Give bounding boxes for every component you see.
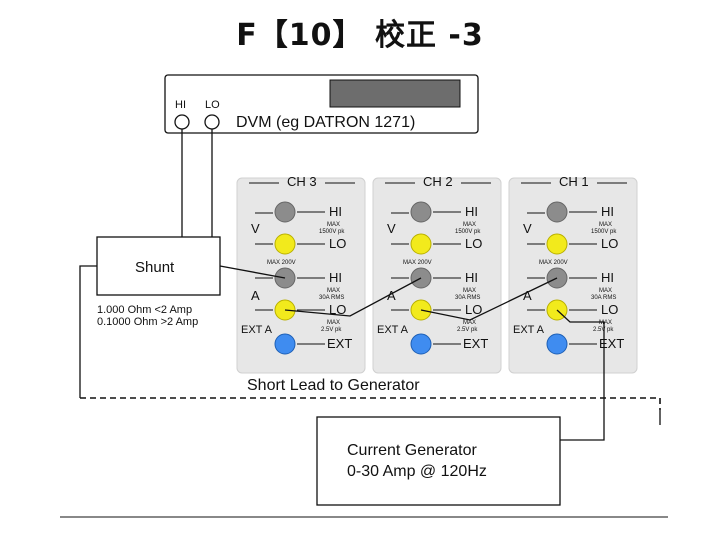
channel-name: CH 3	[287, 174, 317, 189]
dvm-display	[329, 79, 461, 108]
a-label: A	[251, 288, 260, 303]
short-lead-dashed	[80, 397, 661, 410]
hi-terminal-gray[interactable]	[274, 201, 296, 223]
max-a-line2: 30A RMS	[319, 295, 344, 301]
v-label: V	[523, 221, 532, 236]
v-label: V	[387, 221, 396, 236]
max-a-line2: 30A RMS	[591, 295, 616, 301]
ext-terminal-blue[interactable]	[274, 333, 296, 355]
dvm-lo-jack[interactable]	[204, 114, 220, 130]
shunt-spec-line2: 0.1000 Ohm >2 Amp	[97, 316, 198, 328]
dvm-unit: HI LO DVM (eg DATRON 1271)	[164, 74, 479, 134]
ext-a-label: EXT A	[377, 324, 409, 336]
hi-label: HI	[329, 204, 342, 219]
max-v-line2: 1500V pk	[455, 229, 481, 235]
lo-label: LO	[601, 236, 618, 251]
channel-panel-body	[372, 177, 502, 374]
generator-box	[316, 416, 561, 506]
lo-terminal-yellow[interactable]	[274, 233, 296, 255]
a-label: A	[523, 288, 532, 303]
wire-ch3lo-ch2hi	[284, 277, 422, 317]
wiring	[79, 129, 661, 441]
hi-label: HI	[465, 204, 478, 219]
channel-panel: CH 1 V HI MAX 1500V pk LO MAX 200V A HI …	[508, 174, 638, 374]
max-ext-line1: MAX	[327, 320, 340, 326]
short-lead-label: Short Lead to Generator	[247, 377, 420, 394]
max-200v: MAX 200V	[403, 260, 432, 266]
channel-panel-body	[236, 177, 366, 374]
v-label: V	[251, 221, 260, 236]
channel-panel: CH 3 V HI MAX 1500V pk LO MAX 200V A HI …	[236, 174, 366, 374]
max-ext-line2: 2.5V pk	[321, 327, 342, 333]
max-v-line2: 1500V pk	[319, 229, 345, 235]
slide-title: F【10】 校正 -3	[236, 18, 484, 53]
ext-terminal-blue[interactable]	[410, 333, 432, 355]
dvm-hi-label: HI	[175, 99, 186, 111]
max-a-line1: MAX	[327, 288, 340, 294]
dvm-hi-jack[interactable]	[174, 114, 190, 130]
ext-a-label: EXT A	[513, 324, 545, 336]
shunt-box	[96, 236, 221, 296]
hi2-label: HI	[601, 270, 614, 285]
max-v-line1: MAX	[327, 222, 340, 228]
max-ext-line2: 2.5V pk	[457, 327, 478, 333]
channel-panel-body	[508, 177, 638, 374]
channel-name: CH 1	[559, 174, 589, 189]
channel-name: CH 2	[423, 174, 453, 189]
max-a-line1: MAX	[463, 288, 476, 294]
ext-a-label: EXT A	[241, 324, 273, 336]
shunt-spec-line1: 1.000 Ohm <2 Amp	[97, 304, 192, 316]
hi2-label: HI	[329, 270, 342, 285]
channel-panels: CH 3 V HI MAX 1500V pk LO MAX 200V A HI …	[236, 174, 638, 374]
max-a-line1: MAX	[599, 288, 612, 294]
a-label: A	[387, 288, 396, 303]
ext-label: EXT	[327, 336, 352, 351]
lo-label: LO	[465, 236, 482, 251]
lo-terminal-yellow[interactable]	[546, 233, 568, 255]
max-a-line2: 30A RMS	[455, 295, 480, 301]
channel-panel: CH 2 V HI MAX 1500V pk LO MAX 200V A HI …	[372, 174, 502, 374]
dvm-lo-label: LO	[205, 99, 220, 111]
lo-terminal-yellow[interactable]	[410, 233, 432, 255]
shunt-label: Shunt	[135, 259, 175, 276]
generator-line2: 0-30 Amp @ 120Hz	[347, 463, 487, 480]
hi2-label: HI	[465, 270, 478, 285]
wire-ch2lo-ch1hi	[420, 277, 558, 321]
lo2-label: LO	[465, 302, 482, 317]
hi-terminal-gray[interactable]	[546, 201, 568, 223]
ext-label: EXT	[599, 336, 624, 351]
dvm-name: DVM (eg DATRON 1271)	[236, 114, 415, 131]
hi-terminal-gray[interactable]	[410, 201, 432, 223]
lo2-label: LO	[329, 302, 346, 317]
wire-shunt-ch3-hi	[219, 265, 286, 279]
max-200v: MAX 200V	[267, 260, 296, 266]
shunt-unit: Shunt 1.000 Ohm <2 Amp 0.1000 Ohm >2 Amp	[96, 236, 221, 328]
max-ext-line1: MAX	[463, 320, 476, 326]
hi-label: HI	[601, 204, 614, 219]
max-v-line1: MAX	[463, 222, 476, 228]
wire-shunt-left	[79, 265, 97, 398]
ext-label: EXT	[463, 336, 488, 351]
max-v-line2: 1500V pk	[591, 229, 617, 235]
max-200v: MAX 200V	[539, 260, 568, 266]
max-v-line1: MAX	[599, 222, 612, 228]
ext-terminal-blue[interactable]	[546, 333, 568, 355]
lo2-label: LO	[601, 302, 618, 317]
max-ext-line1: MAX	[599, 320, 612, 326]
lo-label: LO	[329, 236, 346, 251]
current-generator: Current Generator 0-30 Amp @ 120Hz	[316, 416, 561, 506]
generator-line1: Current Generator	[347, 442, 478, 459]
wire-ch1lo-generator	[540, 309, 605, 441]
